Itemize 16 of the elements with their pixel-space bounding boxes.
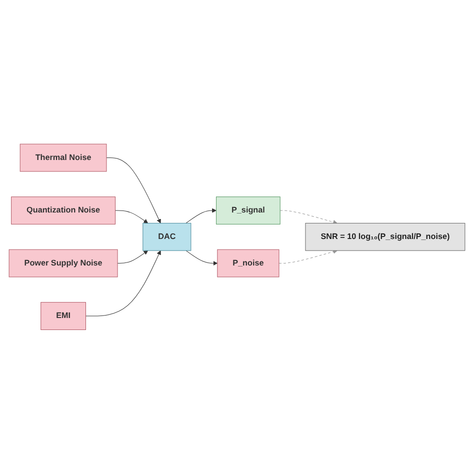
node-box: DAC: [142, 223, 192, 251]
node-box: Thermal Noise: [20, 144, 107, 172]
arrow: [186, 208, 216, 224]
node-box: SNR = 10 log₁₀(P_signal/P_noise): [305, 223, 466, 251]
node-box: P_noise: [217, 249, 280, 278]
node-box: Power Supply Noise: [8, 249, 118, 278]
arrow: [117, 250, 148, 264]
node-box: P_signal: [216, 196, 280, 225]
node-box: EMI: [40, 302, 86, 330]
arrow: [106, 158, 161, 224]
arrow: [280, 210, 338, 224]
arrow: [186, 250, 218, 266]
arrow: [115, 210, 148, 224]
arrow: [278, 250, 338, 264]
arrow: [85, 250, 161, 316]
node-box: Quantization Noise: [11, 196, 116, 225]
